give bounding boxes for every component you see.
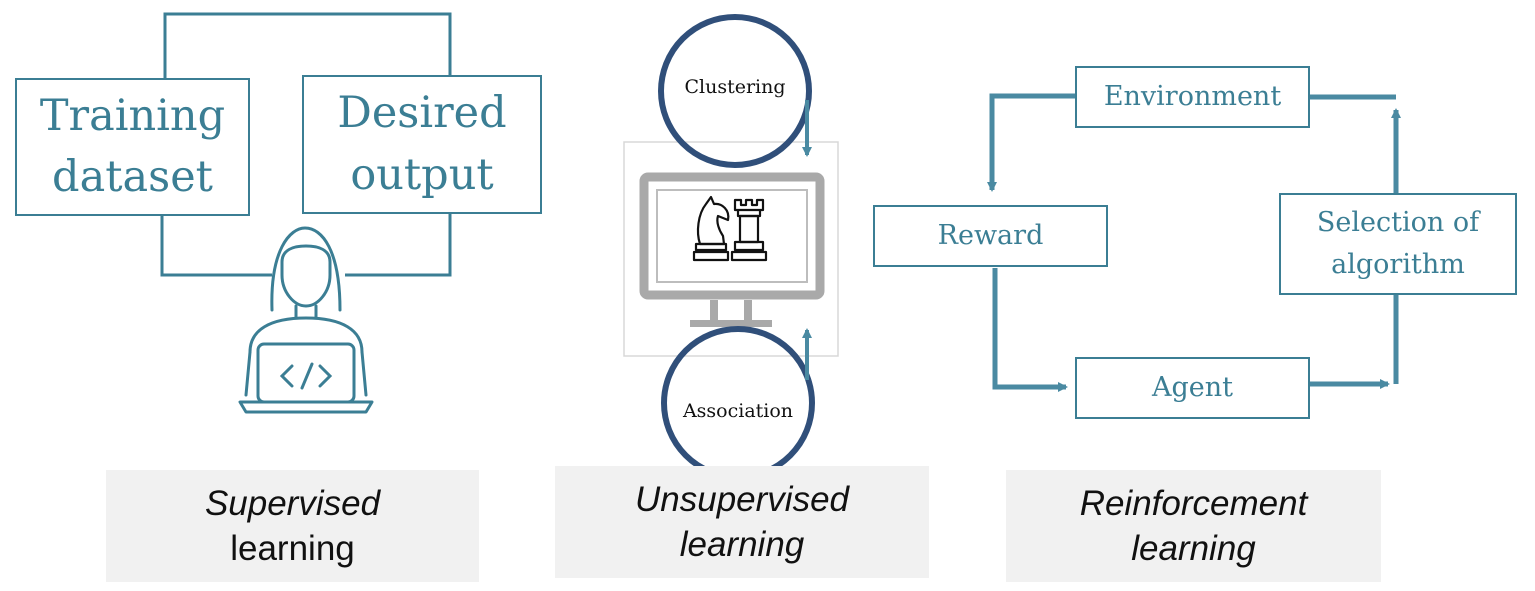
agent-label: Agent — [1152, 371, 1233, 403]
reinforcement-caption-panel: Reinforcement learning — [1006, 470, 1381, 582]
unsupervised-caption-line2: learning — [679, 525, 805, 564]
chess-knight-icon — [692, 195, 730, 262]
reinforcement-arrows — [987, 93, 1401, 392]
monitor-icon — [639, 172, 825, 327]
agent-box: Agent — [1075, 357, 1310, 419]
selection-of-algorithm-label: Selection of algorithm — [1316, 207, 1480, 280]
monitor-frame — [623, 141, 839, 357]
supervised-connector-lines — [160, 12, 452, 277]
supervised-caption-line1: Supervised — [204, 483, 381, 523]
supervised-caption-panel: Supervised learning — [106, 470, 479, 582]
environment-box: Environment — [1075, 66, 1310, 128]
reward-box: Reward — [873, 205, 1108, 267]
person-laptop-icon — [238, 226, 374, 414]
desired-output-label: Desired output — [337, 88, 507, 200]
reinforcement-caption-line1: Reinforcement — [1079, 483, 1308, 523]
training-dataset-label: Training dataset — [39, 90, 226, 202]
unsupervised-caption-line1: Unsupervised — [635, 479, 849, 519]
clustering-circle — [658, 14, 812, 168]
desired-output-box: Desired output — [302, 75, 542, 214]
training-dataset-box: Training dataset — [15, 78, 250, 216]
selection-of-algorithm-box: Selection of algorithm — [1279, 193, 1517, 295]
code-icon — [279, 362, 333, 390]
association-label: Association — [682, 400, 794, 422]
clustering-label: Clustering — [684, 76, 786, 98]
chess-rook-icon — [730, 198, 768, 262]
reinforcement-caption-line2: learning — [1131, 529, 1256, 568]
supervised-caption-line2: learning — [230, 529, 355, 568]
unsupervised-caption-panel: Unsupervised learning — [555, 466, 929, 578]
reward-label: Reward — [937, 219, 1044, 251]
environment-label: Environment — [1103, 80, 1282, 112]
